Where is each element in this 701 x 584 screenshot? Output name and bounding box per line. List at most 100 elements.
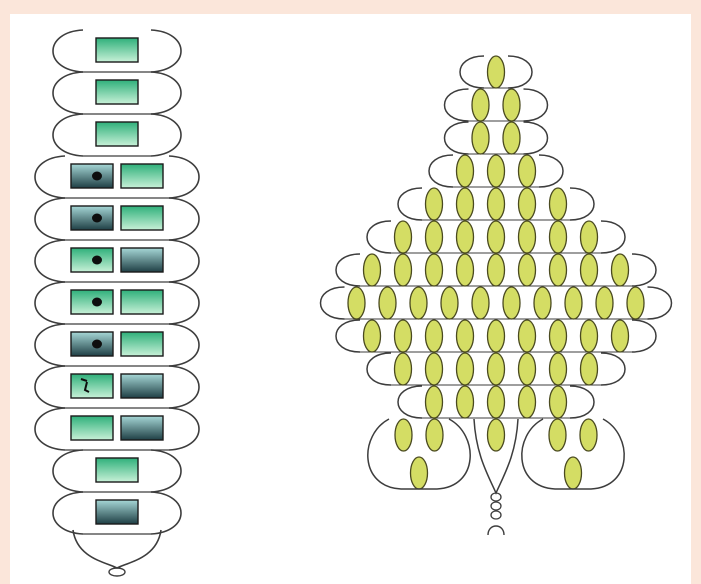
seed-bead xyxy=(517,319,537,353)
seed-bead xyxy=(502,286,521,320)
stem-wire-end xyxy=(487,525,505,536)
seed-bead xyxy=(548,253,568,287)
green-bugle-bead xyxy=(95,457,139,483)
seed-bead xyxy=(548,385,568,419)
seed-bead xyxy=(486,352,506,386)
seed-bead xyxy=(425,418,444,452)
seed-bead xyxy=(610,253,630,287)
dark-bugle-bead xyxy=(120,373,164,399)
seed-bead xyxy=(486,55,506,89)
wire-loop xyxy=(34,281,200,325)
cluster-wire-loop xyxy=(521,418,625,490)
seed-bead xyxy=(626,286,645,320)
wire-loop xyxy=(52,113,182,157)
marker-dot xyxy=(92,213,102,223)
stem-twist-coil xyxy=(490,501,502,511)
seed-bead xyxy=(362,319,382,353)
seed-bead xyxy=(486,253,506,287)
cluster-wire-loop xyxy=(367,418,471,490)
green-bugle-bead xyxy=(120,331,164,357)
dark-bugle-bead xyxy=(70,205,114,231)
green-bugle-bead xyxy=(95,37,139,63)
wire-loop xyxy=(459,55,533,89)
seed-bead xyxy=(409,456,429,490)
seed-bead xyxy=(579,319,599,353)
seed-bead xyxy=(579,352,599,386)
seed-bead xyxy=(502,121,521,155)
seed-bead xyxy=(486,220,506,254)
wire-loop xyxy=(443,88,549,122)
seed-bead xyxy=(595,286,614,320)
wire-twist-loop xyxy=(108,567,126,577)
seed-bead xyxy=(455,187,475,221)
green-bugle-bead xyxy=(95,121,139,147)
green-bugle-bead xyxy=(70,415,114,441)
seed-bead xyxy=(502,88,521,122)
marker-dot xyxy=(92,255,102,265)
stem-twist-coil xyxy=(490,510,502,520)
green-bugle-bead xyxy=(95,79,139,105)
seed-bead xyxy=(455,385,475,419)
wire-loop xyxy=(34,323,200,367)
dark-bugle-bead xyxy=(95,499,139,525)
seed-bead xyxy=(455,253,475,287)
dark-bugle-bead xyxy=(120,415,164,441)
seed-bead xyxy=(424,253,444,287)
seed-bead xyxy=(533,286,552,320)
wire-loop xyxy=(366,352,626,386)
seed-bead xyxy=(393,253,413,287)
seed-bead xyxy=(394,418,413,452)
dark-bugle-bead xyxy=(120,247,164,273)
wire-loop xyxy=(34,365,200,409)
seed-bead xyxy=(471,88,490,122)
seed-bead xyxy=(471,286,490,320)
wire-loop xyxy=(34,239,200,283)
wire-loop xyxy=(52,491,182,535)
seed-bead xyxy=(424,319,444,353)
seed-bead xyxy=(517,253,537,287)
seed-bead xyxy=(440,286,459,320)
seed-bead xyxy=(548,352,568,386)
seed-bead xyxy=(563,456,583,490)
green-bugle-bead xyxy=(120,163,164,189)
seed-bead xyxy=(455,319,475,353)
wire-loop xyxy=(397,187,595,221)
seed-bead xyxy=(486,385,506,419)
seed-bead xyxy=(486,418,506,452)
green-bugle-bead xyxy=(120,205,164,231)
marker-dot xyxy=(92,339,102,349)
seed-bead xyxy=(362,253,382,287)
wire-loop xyxy=(52,71,182,115)
green-bugle-bead xyxy=(120,289,164,315)
seed-bead xyxy=(486,319,506,353)
wire-loop xyxy=(34,155,200,199)
seed-bead xyxy=(517,352,537,386)
marker-dot xyxy=(92,297,102,307)
seed-bead xyxy=(347,286,366,320)
seed-bead xyxy=(455,220,475,254)
seed-bead xyxy=(393,220,413,254)
seed-bead xyxy=(579,253,599,287)
seed-bead xyxy=(564,286,583,320)
seed-bead xyxy=(393,352,413,386)
wire-twist xyxy=(72,529,162,569)
wire-loop xyxy=(397,385,595,419)
seed-bead xyxy=(393,319,413,353)
seed-bead xyxy=(517,385,537,419)
seed-bead xyxy=(409,286,428,320)
wire-loop xyxy=(52,449,182,493)
green-bugle-bead xyxy=(70,373,114,399)
seed-bead xyxy=(424,187,444,221)
seed-bead xyxy=(424,220,444,254)
wire-loop xyxy=(34,197,200,241)
seed-bead xyxy=(424,385,444,419)
diagram-frame xyxy=(10,14,691,584)
bugle-bead-leaf-pattern xyxy=(34,29,200,577)
seed-bead xyxy=(424,352,444,386)
seed-bead xyxy=(548,319,568,353)
wire-loop xyxy=(34,407,200,451)
marker-tick xyxy=(80,378,90,393)
wire-loop xyxy=(443,121,549,155)
seed-bead xyxy=(486,154,506,188)
seed-bead xyxy=(548,187,568,221)
